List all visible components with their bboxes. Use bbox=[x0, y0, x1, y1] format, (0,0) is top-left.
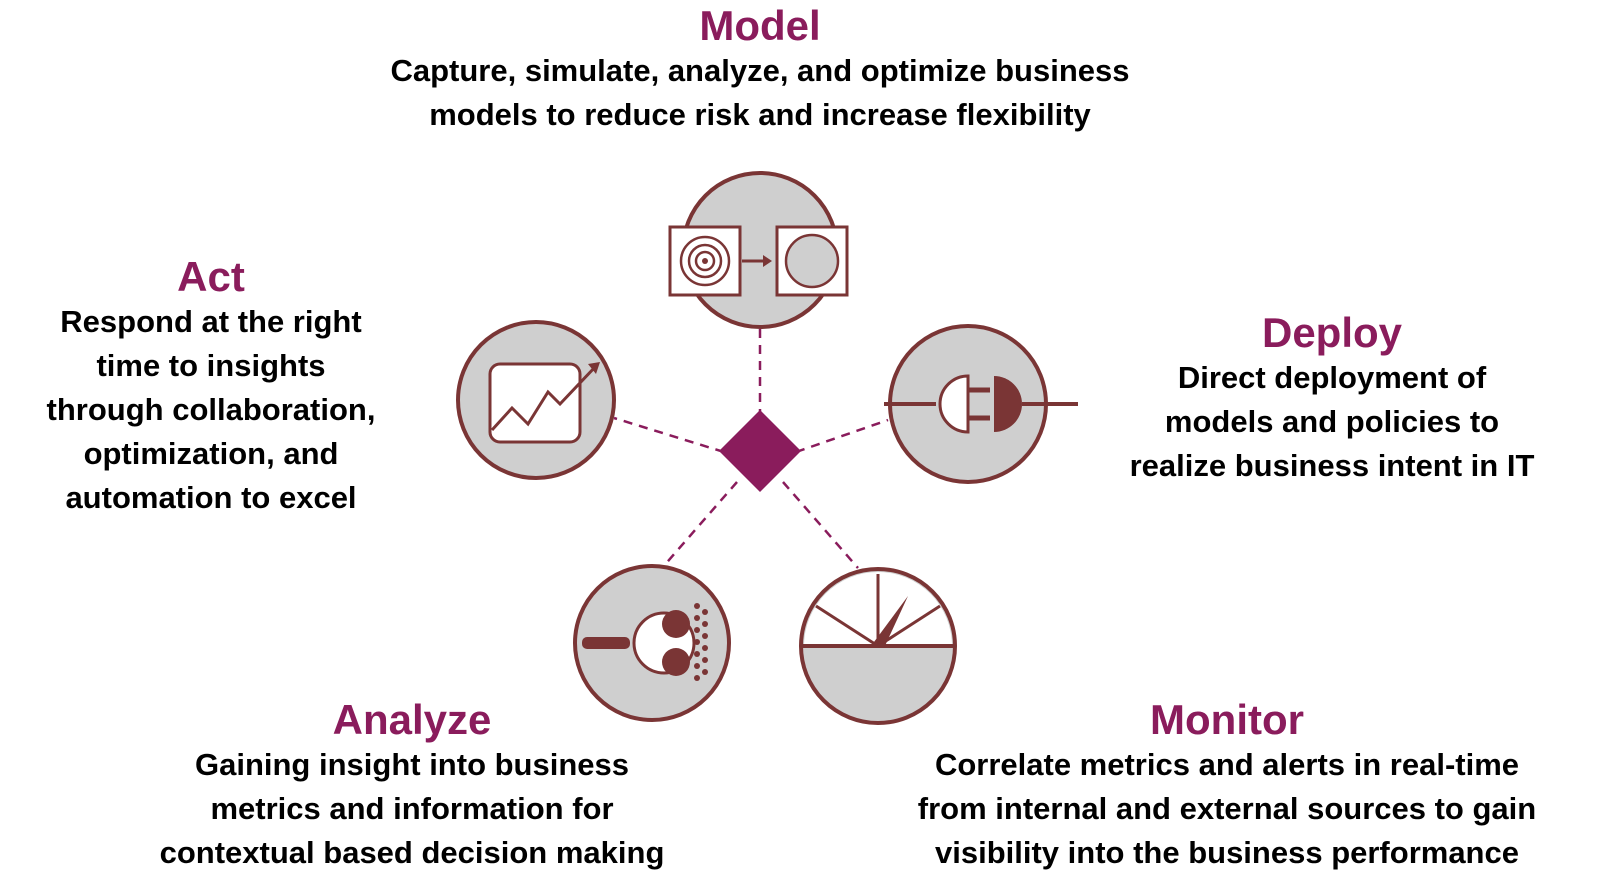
monitor-desc-line-2: from internal and external sources to ga… bbox=[917, 791, 1537, 826]
deploy-desc-line-2: models and policies to bbox=[1164, 404, 1500, 439]
monitor-desc-line-3: visibility into the business performance bbox=[935, 835, 1519, 870]
plug-icon bbox=[884, 324, 1078, 484]
act-block: Act Respond at the right time to insight… bbox=[0, 254, 422, 520]
gauge-icon bbox=[799, 567, 957, 725]
monitor-desc-line-1: Correlate metrics and alerts in real-tim… bbox=[934, 747, 1520, 782]
monitor-title: Monitor bbox=[1150, 696, 1304, 743]
analyze-desc-line-2: metrics and information for bbox=[210, 791, 614, 826]
model-desc-line-2: models to reduce risk and increase flexi… bbox=[429, 97, 1091, 132]
magnifier-icon bbox=[573, 564, 731, 722]
trend-chart-icon bbox=[456, 320, 616, 480]
deploy-title: Deploy bbox=[1261, 309, 1403, 356]
analyze-block: Analyze Gaining insight into business me… bbox=[102, 697, 722, 875]
deploy-desc-line-1: Direct deployment of bbox=[1177, 360, 1487, 395]
act-desc-line-5: automation to excel bbox=[65, 480, 357, 515]
deploy-desc-line-3: realize business intent in IT bbox=[1129, 448, 1535, 483]
analyze-desc-line-1: Gaining insight into business bbox=[194, 747, 629, 782]
analyze-title: Analyze bbox=[332, 696, 492, 743]
hub-diamond bbox=[719, 410, 801, 492]
act-desc-line-2: time to insights bbox=[96, 348, 326, 383]
connector-analyze bbox=[661, 481, 738, 569]
connectors bbox=[613, 325, 889, 569]
deploy-block: Deploy Direct deployment of models and p… bbox=[1072, 310, 1592, 488]
act-title: Act bbox=[177, 253, 245, 300]
transform-icon bbox=[668, 171, 849, 329]
monitor-block: Monitor Correlate metrics and alerts in … bbox=[842, 697, 1612, 875]
model-block: Model Capture, simulate, analyze, and op… bbox=[260, 3, 1260, 137]
act-desc-line-4: optimization, and bbox=[83, 436, 339, 471]
connector-deploy bbox=[795, 418, 889, 454]
analyze-desc-line-3: contextual based decision making bbox=[159, 835, 665, 870]
connector-monitor bbox=[782, 481, 859, 569]
act-desc-line-3: through collaboration, bbox=[46, 392, 376, 427]
model-title: Model bbox=[699, 2, 821, 49]
model-desc-line-1: Capture, simulate, analyze, and optimize… bbox=[390, 53, 1130, 88]
act-desc-line-1: Respond at the right bbox=[60, 304, 362, 339]
connector-act bbox=[613, 416, 725, 454]
